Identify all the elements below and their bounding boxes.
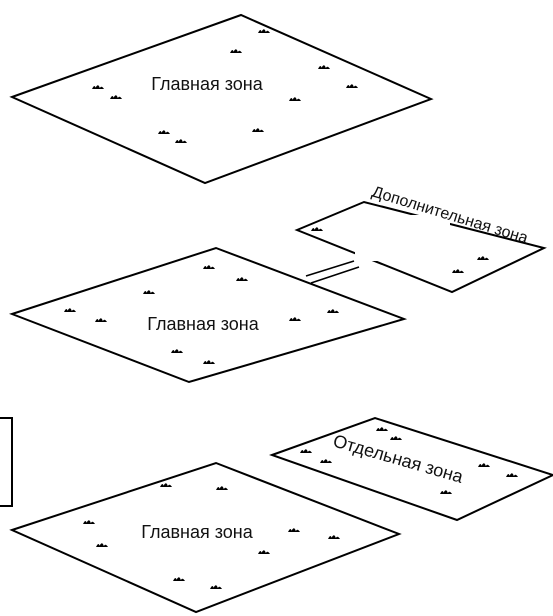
connecting-bridge: [305, 260, 360, 284]
scene-middle: Главная зона Дополнительная зона: [9, 184, 547, 384]
main-zone-label-bottom: Главная зона: [141, 522, 254, 542]
separate-zone: [269, 416, 553, 522]
main-zone-middle: [9, 246, 408, 384]
main-zone-label-middle: Главная зона: [147, 314, 260, 334]
scene-top: Главная зона: [9, 13, 434, 185]
frame-edge: [0, 417, 13, 507]
main-zone-label-top: Главная зона: [151, 74, 264, 94]
main-zone-bottom: [9, 461, 402, 614]
scene-bottom: Главная зона Отдельная зона: [9, 416, 553, 614]
main-zone-top: [9, 13, 434, 185]
